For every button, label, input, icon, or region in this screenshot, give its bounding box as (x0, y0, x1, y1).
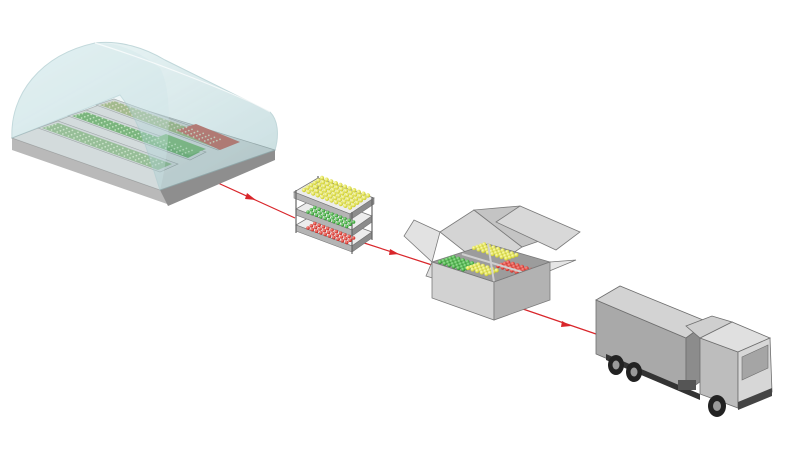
truck-icon (595, 285, 773, 417)
greenhouse-icon (10, 41, 278, 206)
box-icon (403, 205, 581, 321)
arrow-box-to-truck (519, 307, 597, 335)
flow-connectors (217, 182, 597, 335)
arrow-crate-to-box (357, 240, 433, 266)
arrow-greenhouse-to-crate (217, 182, 296, 219)
crate-icon (293, 175, 375, 254)
truck-wheels (608, 355, 726, 417)
